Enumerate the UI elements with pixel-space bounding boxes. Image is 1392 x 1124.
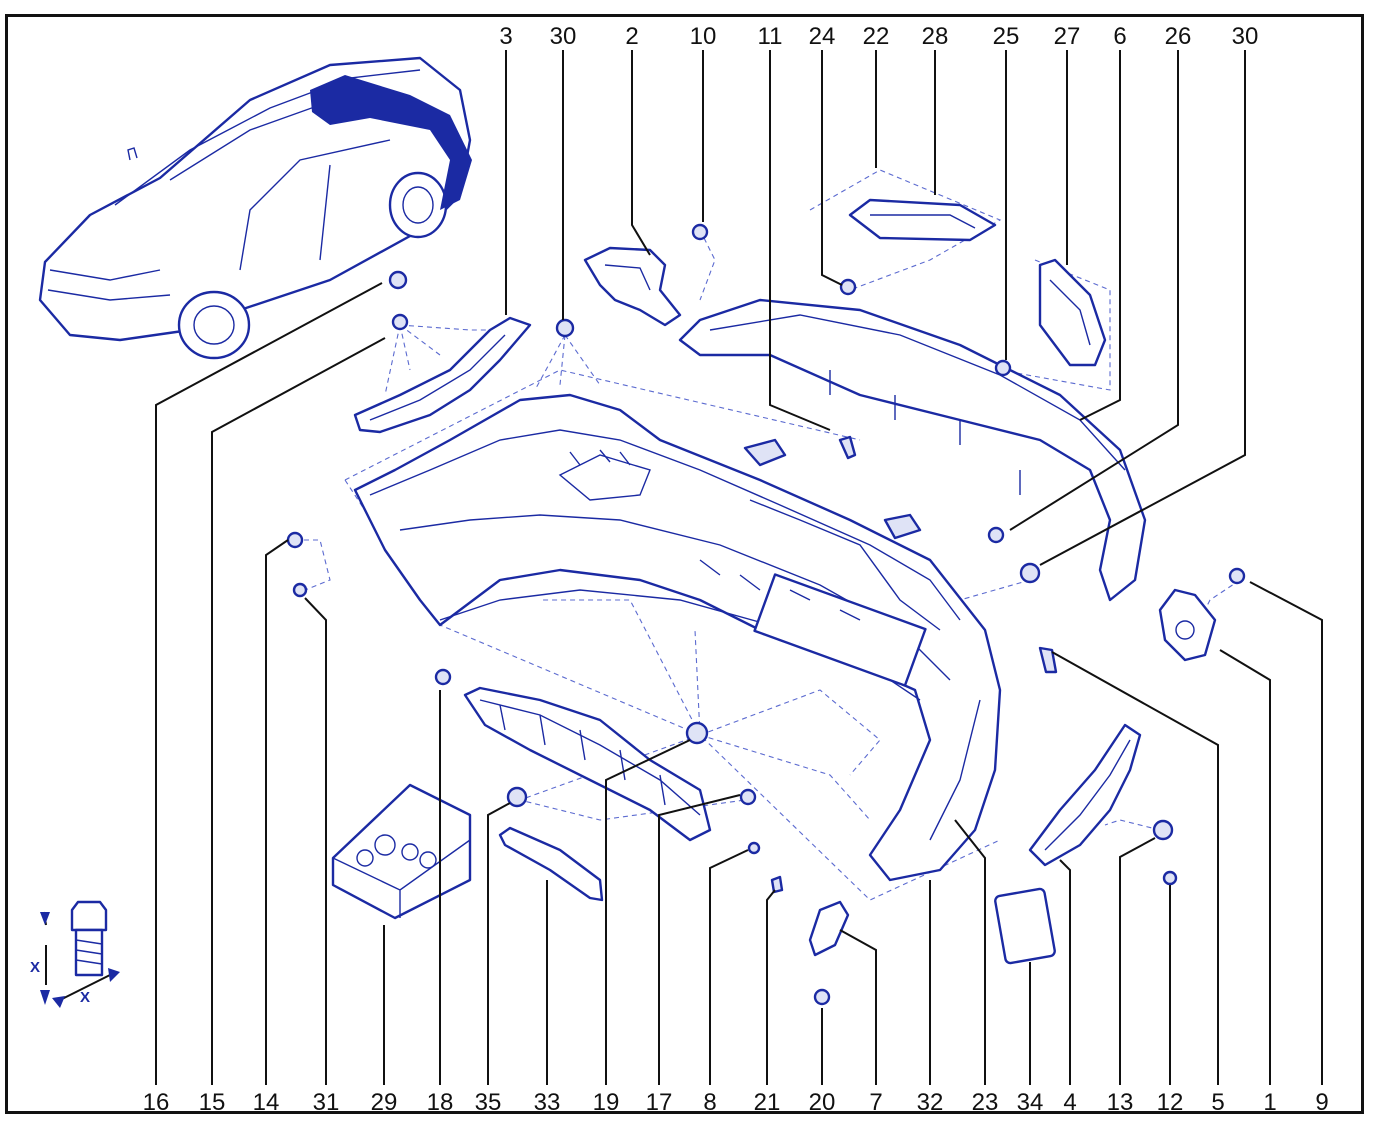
- fasteners: [286, 223, 1246, 1006]
- part-label-24: 24: [809, 23, 836, 50]
- axis-label-x-horizontal: X: [80, 989, 90, 1006]
- part-label-2: 2: [625, 23, 638, 50]
- part-label-6: 6: [1113, 23, 1126, 50]
- part-label-4: 4: [1063, 1089, 1076, 1116]
- part-label-23: 23: [972, 1089, 999, 1116]
- tightening-axis-labels: X X: [30, 959, 90, 1006]
- labels-bottom: 16 15 14 31 29 18 35 33 19 17 8 21 20 7 …: [143, 1089, 1329, 1116]
- bumper-shell: [353, 393, 1002, 882]
- part-label-7: 7: [869, 1089, 882, 1116]
- upper-trim: [678, 298, 1147, 602]
- part-label-14: 14: [253, 1089, 280, 1116]
- part-label-26: 26: [1165, 23, 1192, 50]
- part-label-33: 33: [534, 1089, 561, 1116]
- part-label-31: 31: [313, 1089, 340, 1116]
- part-label-10: 10: [690, 23, 717, 50]
- part-label-9: 9: [1315, 1089, 1328, 1116]
- part-label-34: 34: [1017, 1089, 1044, 1116]
- part-label-30b: 30: [1232, 23, 1259, 50]
- vehicle-thumbnail: [38, 56, 472, 360]
- highlighted-rear-area: [310, 75, 472, 210]
- part-label-22: 22: [863, 23, 890, 50]
- part-label-11: 11: [758, 23, 783, 50]
- leader-lines: [155, 50, 1323, 1085]
- part-label-20: 20: [809, 1089, 836, 1116]
- part-label-21: 21: [754, 1089, 781, 1116]
- part-label-32: 32: [917, 1089, 944, 1116]
- part-label-8: 8: [703, 1089, 716, 1116]
- part-label-12: 12: [1157, 1089, 1184, 1116]
- part-label-19: 19: [593, 1089, 620, 1116]
- brackets-and-parts: [331, 198, 1217, 965]
- part-label-5: 5: [1211, 1089, 1224, 1116]
- part-label-35: 35: [475, 1089, 502, 1116]
- part-label-17: 17: [646, 1089, 673, 1116]
- part-label-27: 27: [1054, 23, 1081, 50]
- tightening-symbol: [40, 900, 120, 1008]
- assembly-guides: [295, 169, 1241, 901]
- part-label-30: 30: [550, 23, 577, 50]
- part-label-16: 16: [143, 1089, 170, 1116]
- part-label-1: 1: [1263, 1089, 1276, 1116]
- part-label-18: 18: [427, 1089, 454, 1116]
- part-label-13: 13: [1107, 1089, 1134, 1116]
- part-label-25: 25: [993, 23, 1020, 50]
- part-label-28: 28: [922, 23, 949, 50]
- axis-label-x-vertical: X: [30, 959, 40, 976]
- part-label-15: 15: [199, 1089, 226, 1116]
- labels-top: 3 30 2 10 11 24 22 28 25 27 6 26 30: [499, 23, 1258, 50]
- part-label-29: 29: [371, 1089, 398, 1116]
- part-label-3: 3: [499, 23, 512, 50]
